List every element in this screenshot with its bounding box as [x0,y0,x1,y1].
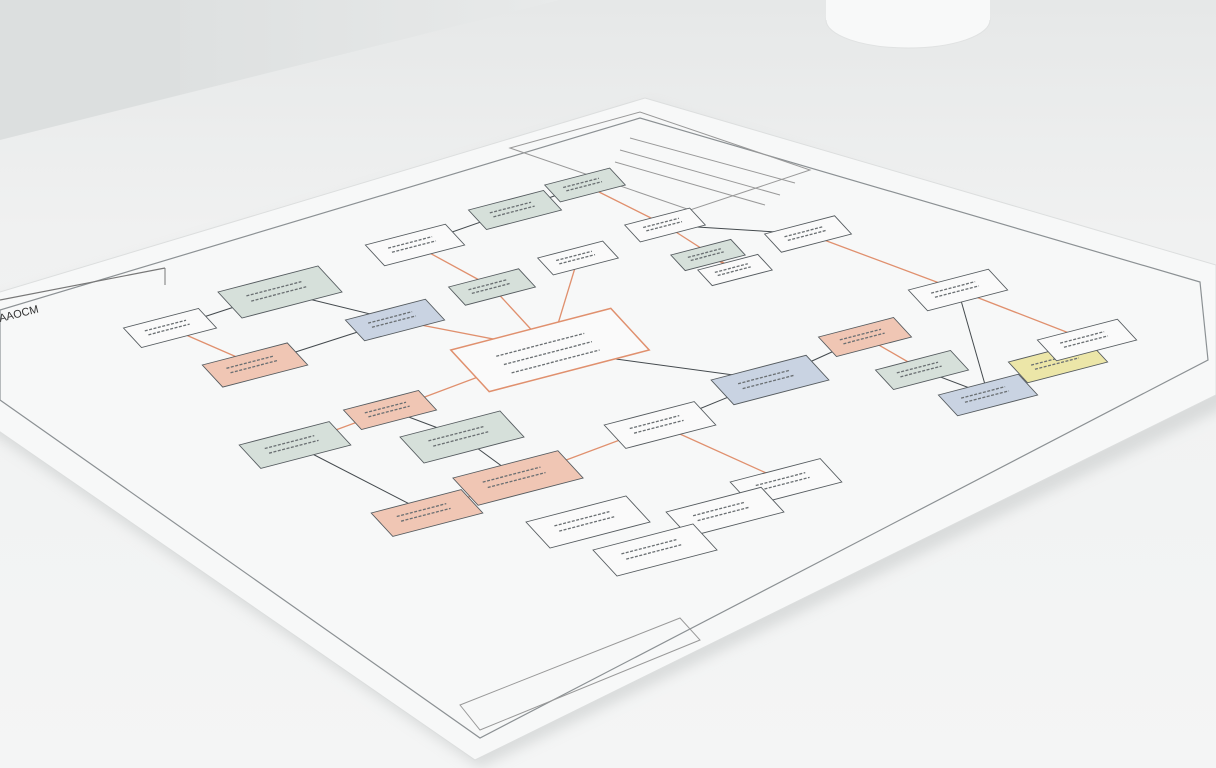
box-text-scribble [621,538,677,555]
box-text-scribble [364,401,407,414]
box-text-scribble [1059,331,1105,344]
box-text-scribble [482,466,541,483]
box-text-scribble [755,472,806,487]
box-text-scribble [559,516,615,532]
box-text-scribble [787,229,827,241]
box-text-scribble [493,205,535,218]
box-text-scribble [251,286,307,302]
box-text-scribble [559,253,596,265]
diagram-box [817,316,913,358]
diagram-box [1036,318,1138,362]
box-text-scribble [964,390,1010,403]
diagram-box [907,268,1009,312]
box-text-scribble [784,226,824,238]
title-block [459,111,812,731]
box-text-scribble [391,240,437,253]
box-text-scribble [629,415,680,430]
diagram-box [592,523,718,577]
diagram-box [399,410,525,464]
connector-line [957,289,989,396]
box-text-scribble [930,281,976,294]
box-text-scribble [687,248,722,258]
diagram-box [452,450,584,506]
box-text-scribble [839,328,882,341]
box-text-scribble [368,405,410,418]
paper-border [0,117,1209,739]
diagram-box [603,401,717,449]
box-text-scribble [268,439,319,454]
diagram-box [669,238,747,272]
box-text-scribble [230,359,278,374]
diagram-box [467,189,563,231]
diagram-box [122,307,218,349]
diagram-box [370,489,484,537]
connector-line [807,233,959,291]
diagram-box [447,268,537,306]
diagram-box [344,298,446,342]
connector-line [957,289,1088,341]
diagram-box [543,167,627,203]
box-text-scribble [1063,335,1109,348]
diagram-box [238,421,352,469]
diagram-nodes [122,167,1138,577]
diagram-box [525,495,651,549]
box-text-scribble [148,323,190,336]
box-text-scribble [960,386,1006,399]
box-text-scribble [900,365,942,378]
box-text-scribble [759,476,810,491]
box-text-scribble [566,180,603,192]
diagram-box [710,354,830,406]
box-text-scribble [144,319,187,332]
diagram-box [696,253,774,287]
box-text-scribble [503,341,593,366]
box-text-scribble [642,217,680,229]
box-text-scribble [487,471,546,489]
box-text-scribble [226,355,274,369]
diagram-box [449,307,651,393]
box-text-scribble [714,263,749,273]
connector-line [294,444,428,514]
diagram-box [763,215,853,253]
box-text-scribble [562,177,600,189]
box-text-scribble [371,315,417,328]
box-text-scribble [633,419,684,434]
box-text-scribble [496,332,585,357]
box-text-scribble [246,280,302,297]
diagram-box [623,207,707,243]
box-text-scribble [433,431,489,447]
box-text-scribble [471,282,511,294]
diagram-box [364,223,466,267]
box-text-scribble [468,279,508,291]
box-text-scribble [511,349,600,374]
box-text-scribble [934,285,980,298]
box-text-scribble [1034,357,1080,370]
box-text-scribble [367,311,413,324]
box-text-scribble [400,507,451,522]
diagram-box [874,349,970,391]
box-text-scribble [489,201,532,214]
box-text-scribble [646,220,683,232]
box-text-scribble [396,503,447,518]
diagram-box [536,240,620,276]
box-text-scribble [555,250,593,262]
diagram-box [217,265,343,319]
box-text-scribble [690,251,724,262]
box-text-scribble [843,332,885,345]
box-text-scribble [626,544,682,560]
box-text-scribble [428,425,484,442]
diagram-box [201,342,309,388]
box-text-scribble [387,236,433,249]
diagram-box [937,373,1039,417]
diagram-box [342,389,438,431]
box-text-scribble [554,510,610,527]
box-text-scribble [896,361,939,374]
box-text-scribble [717,266,751,277]
box-text-scribble [264,435,315,450]
